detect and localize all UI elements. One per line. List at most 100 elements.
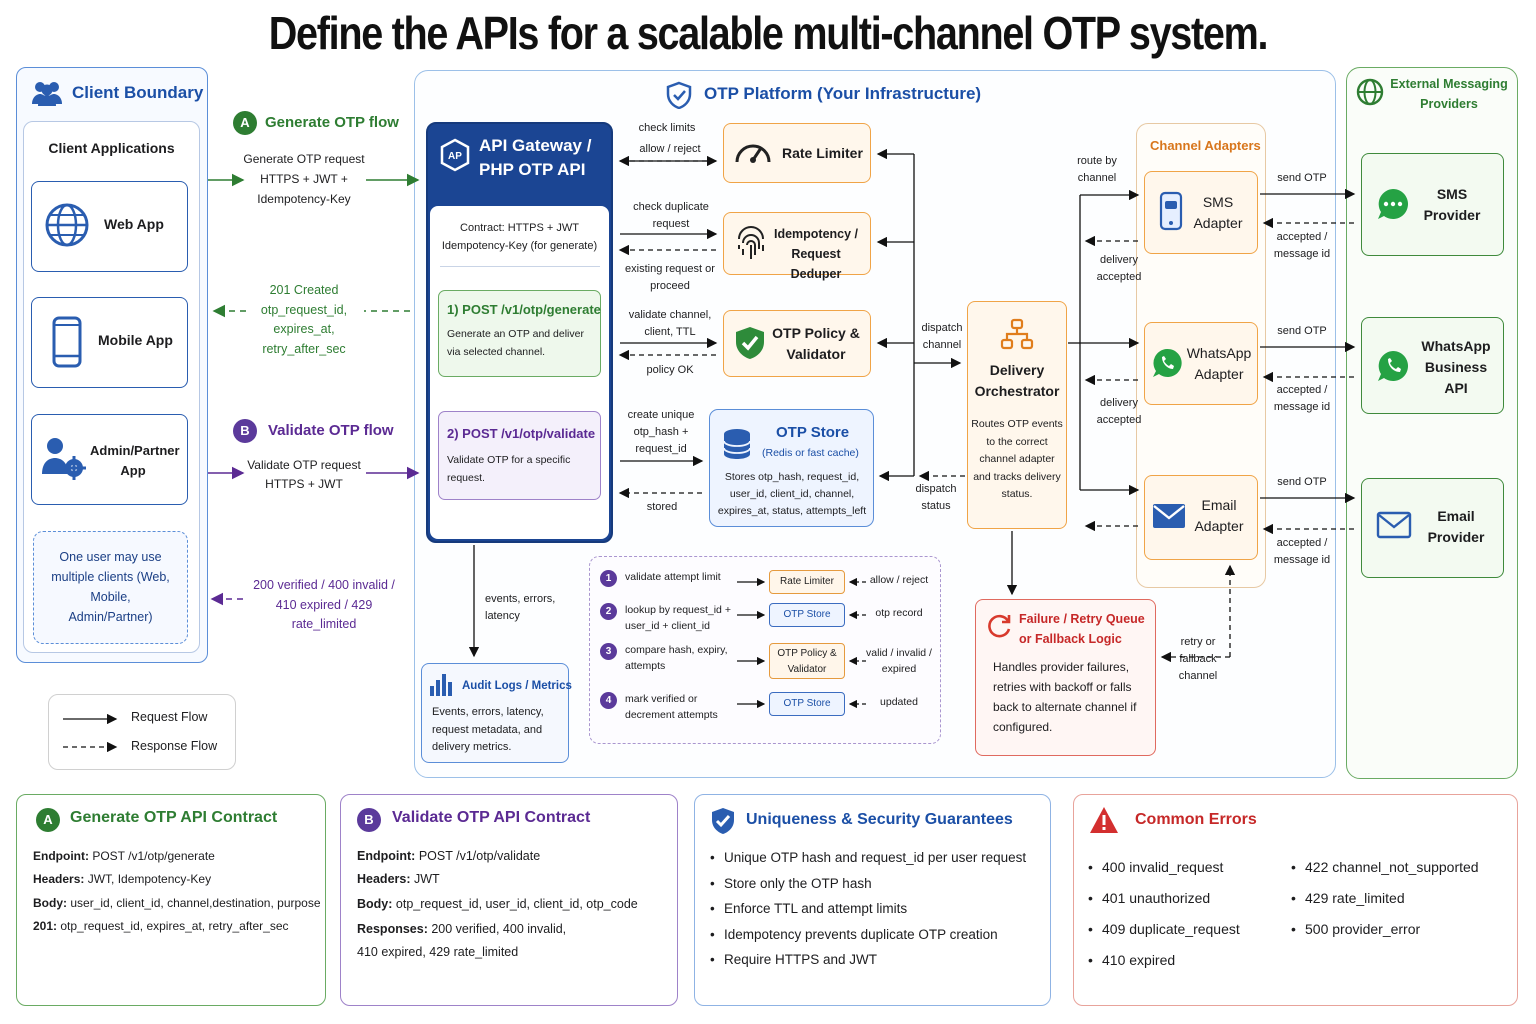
edge-policy-ok: policy OK [646,364,694,376]
edge-accepted-sms: accepted / message id [1273,231,1331,260]
contract-b-title: Validate OTP API Contract [392,809,591,826]
edge-dispatch-status: dispatch status [915,483,957,512]
edge-validate-channel: validate channel, client, TTL [628,309,712,338]
bar-chart-icon [428,670,456,703]
validate-step-target: Rate Limiter [769,570,845,594]
contract-b-panel [340,794,678,1006]
orchestrator-desc: Routes OTP events to the correct channel… [971,418,1063,500]
multi-client-note-text: One user may use multiple clients (Web, … [51,550,170,624]
contract-a-title: Generate OTP API Contract [70,809,278,826]
flow-a-request: Generate OTP request HTTPS + JWT + Idemp… [243,152,365,206]
list-item: 410 expired [1088,945,1240,976]
otp-policy-label: OTP Policy & Validator [772,325,860,362]
mobile-app-label: Mobile App [98,332,173,348]
endpoint-generate[interactable] [438,290,601,377]
list-item: Require HTTPS and JWT [710,947,1026,973]
edge-existing-request: existing request or proceed [625,263,715,292]
validate-step-action: lookup by request_id + user_id + client_… [625,604,731,632]
edge-accepted-wa: accepted / message id [1273,384,1331,413]
gauge-icon [733,136,773,171]
endpoint-validate[interactable] [438,411,601,500]
failure-retry-queue[interactable] [975,599,1156,756]
validate-step-result: allow / reject [869,574,929,586]
edge-check-limits: check limits [638,122,696,134]
delivery-orchestrator[interactable] [967,301,1067,529]
guarantee-shield-icon [710,806,736,841]
platform-title: OTP Platform (Your Infrastructure) [704,84,982,103]
endpoint-validate-title: 2) POST /v1/otp/validate [447,426,596,441]
edge-create-hash: create unique otp_hash + request_id [627,409,695,455]
validate-step-target: OTP Policy & Validator [769,643,845,679]
list-item: 429 rate_limited [1291,883,1479,914]
list-item: Unique OTP hash and request_id per user … [710,845,1026,871]
list-item: 500 provider_error [1291,914,1479,945]
channel-adapters-heading: Channel Adapters [1150,138,1261,153]
page-title: Define the APIs for a scalable multi-cha… [268,7,1269,59]
sms-provider-label: SMS Provider [1423,186,1481,223]
rate-limiter[interactable] [723,123,871,183]
validate-step-result: otp record [875,607,923,619]
validate-step-target: OTP Store [769,603,845,627]
legend-response: Response Flow [131,739,218,753]
flow-a-title: Generate OTP flow [265,114,399,131]
validate-step-action: mark verified or decrement attempts [625,693,718,721]
guarantees-title: Uniqueness & Security Guarantees [746,811,1013,828]
errors-title: Common Errors [1135,811,1257,828]
gateway-contract: Contract: HTTPS + JWT Idempotency-Key (f… [441,222,598,252]
legend [48,694,236,770]
legend-request: Request Flow [131,710,208,724]
endpoint-generate-title: 1) POST /v1/otp/generate [447,302,601,317]
validate-step-number: 3 [600,643,617,660]
globe-icon [44,202,90,253]
audit-title: Audit Logs / Metrics [462,680,572,692]
otp-store-desc: Stores otp_hash, request_id, user_id, cl… [717,471,867,517]
validate-step-action: validate attempt limit [625,571,721,583]
network-icon [1000,318,1034,355]
phone-icon [52,316,82,373]
sms-adapter-label: SMS Adapter [1193,194,1243,231]
whatsapp-provider-icon [1376,349,1410,388]
contract-b-responses-2: 410 expired, 429 rate_limited [357,945,519,959]
whatsapp-adapter-label: WhatsApp Adapter [1186,345,1252,382]
otp-store-sub: (Redis or fast cache) [762,447,859,459]
edge-send-otp-wa: send OTP [1277,325,1327,337]
client-boundary-title: Client Boundary [72,83,204,102]
endpoint-generate-desc: Generate an OTP and deliver via selected… [447,328,584,358]
edge-dispatch-channel: dispatch channel [921,322,963,351]
globe-provider-icon [1356,78,1384,111]
web-app-label: Web App [104,216,164,232]
database-icon [722,428,752,465]
providers-heading: External Messaging Providers [1390,77,1508,111]
list-item: Store only the OTP hash [710,871,1026,897]
email-provider-label: Email Provider [1427,508,1485,545]
validate-step-number: 4 [600,692,617,709]
contract-b-responses: Responses: 200 verified, 400 invalid, [357,922,567,936]
flow-b-title: Validate OTP flow [268,422,394,439]
edge-check-duplicate: check duplicate request [633,201,709,230]
chat-bubble-icon [1376,187,1410,226]
flow-a-badge: A [233,111,257,135]
mobile-app-card[interactable] [31,297,188,388]
failure-title: Failure / Retry Queue or Fallback Logic [1019,612,1145,646]
edge-route-by-channel: route by channel [1077,155,1117,184]
admin-app-label: Admin/Partner App [90,443,180,478]
contract-a-headers: Headers: JWT, Idempotency-Key [33,872,212,886]
guarantees-list: Unique OTP hash and request_id per user … [710,845,1026,973]
validate-step-number: 1 [600,570,617,587]
gateway-badge-icon: AP [440,138,470,177]
list-item: 401 unauthorized [1088,883,1240,914]
otp-store[interactable] [709,409,874,527]
audit-desc: Events, errors, latency, request metadat… [432,706,544,753]
edge-retry-fallback: retry or fallback channel [1178,636,1218,682]
list-item: 400 invalid_request [1088,852,1240,883]
client-apps-heading: Client Applications [48,140,175,156]
edge-allow-reject: allow / reject [639,143,701,155]
contract-b-body: Body: otp_request_id, user_id, client_id… [357,897,638,911]
email-provider[interactable] [1361,478,1504,578]
flow-b-request: Validate OTP request HTTPS + JWT [247,458,361,491]
idempotency-label: Idempotency / Request Deduper [773,227,859,281]
validate-step-result: valid / invalid / expired [866,647,932,675]
edge-delivery-accepted-wa: delivery accepted [1096,397,1142,426]
rate-limiter-label: Rate Limiter [782,145,863,161]
retry-icon [985,612,1013,645]
